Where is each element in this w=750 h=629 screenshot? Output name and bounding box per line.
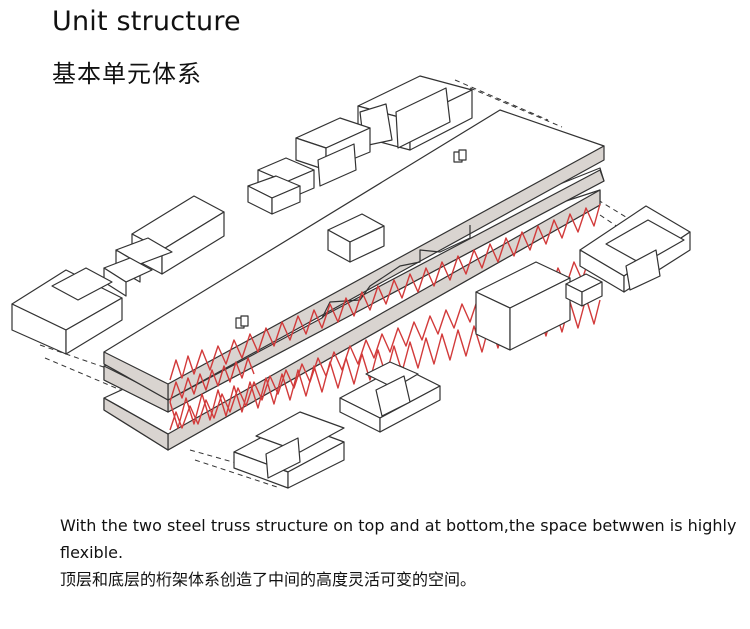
caption-chinese: 顶层和底层的桁架体系创造了中间的高度灵活可变的空间。 (60, 566, 740, 593)
small-figure-2 (236, 316, 248, 328)
small-figure-1 (454, 150, 466, 162)
caption: With the two steel truss structure on to… (60, 512, 740, 593)
caption-english: With the two steel truss structure on to… (60, 512, 740, 566)
axonometric-diagram (0, 0, 750, 510)
